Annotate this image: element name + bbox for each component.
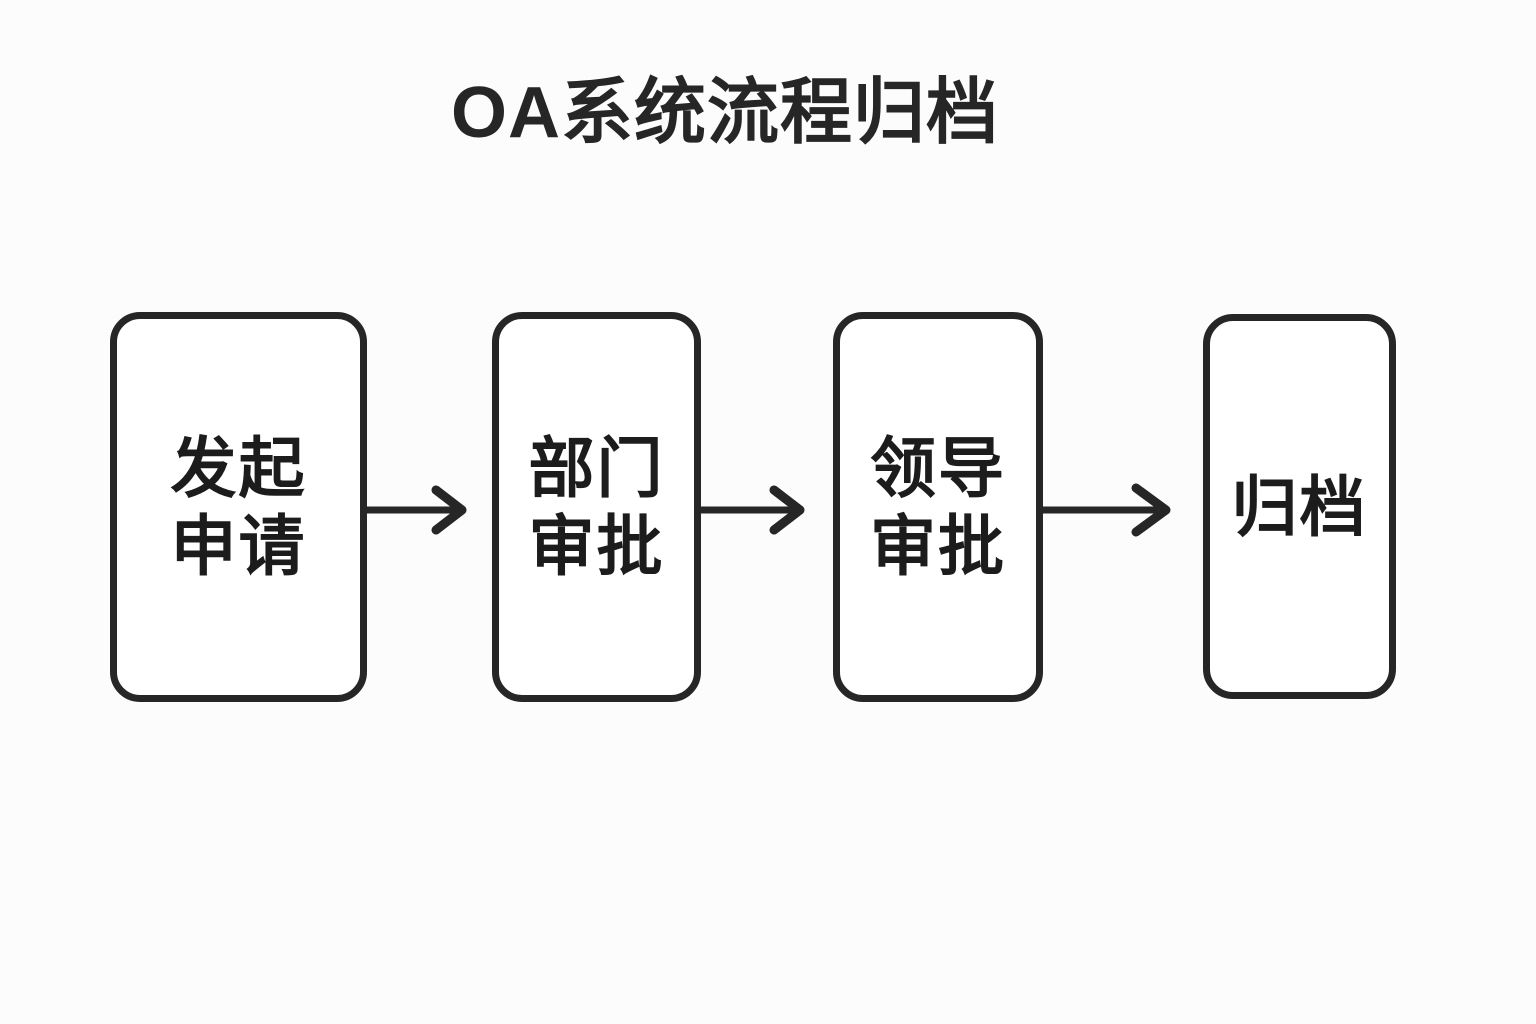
flow-node-label-line-1: 归档: [1231, 469, 1368, 544]
flow-arrow-department-to-leader: [698, 472, 808, 548]
flow-node-initiate-application[interactable]: 发起 申请: [110, 312, 367, 702]
flow-node-label-line-1: 部门: [528, 431, 665, 505]
flow-node-label-line-2: 审批: [870, 509, 1006, 583]
flow-node-leader-approval[interactable]: 领导 审批: [833, 312, 1043, 702]
flow-node-label-line-2: 申请: [170, 509, 307, 583]
flow-node-label-line-2: 审批: [528, 509, 665, 583]
flow-node-archive[interactable]: 归档: [1203, 314, 1396, 699]
flow-node-label-line-1: 领导: [870, 431, 1006, 505]
flow-node-department-approval[interactable]: 部门 审批: [492, 312, 701, 702]
flow-arrow-initiate-to-department: [364, 472, 470, 548]
flow-node-label-line-1: 发起: [170, 431, 307, 505]
page-title: OA系统流程归档: [450, 73, 999, 153]
flow-arrow-leader-to-archive: [1040, 472, 1172, 548]
